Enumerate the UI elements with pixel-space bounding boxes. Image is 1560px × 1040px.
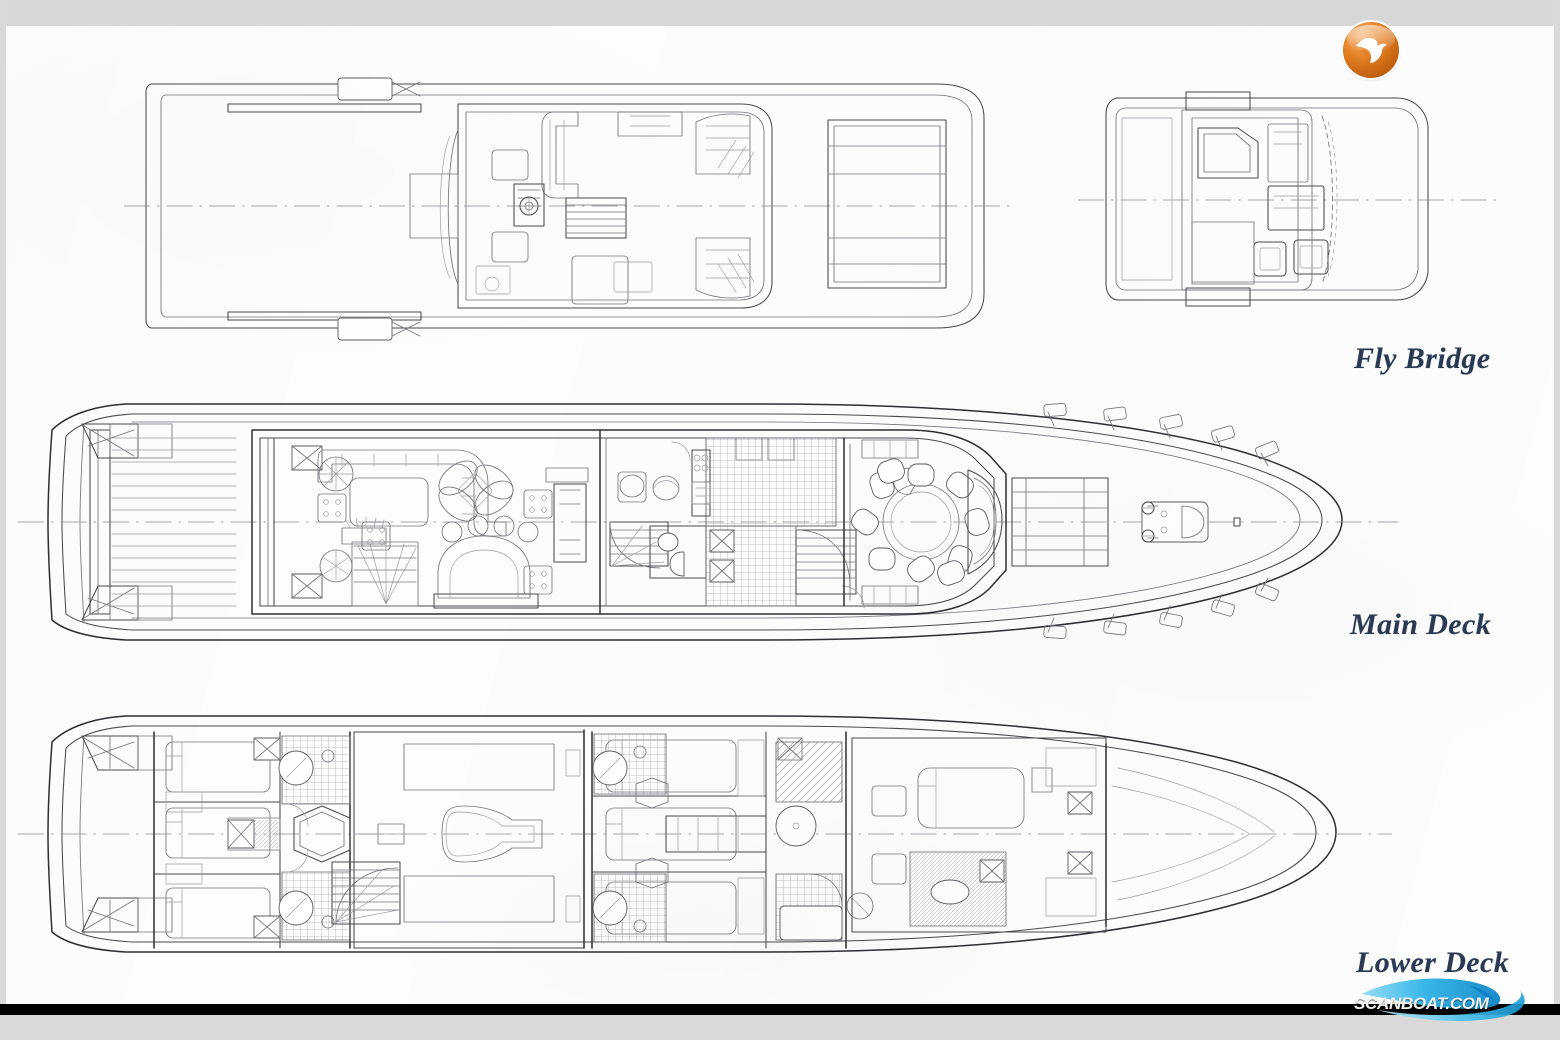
lower-deck-plan (18, 715, 1392, 953)
bird-logo-icon[interactable] (1343, 22, 1399, 78)
lower-deck-engine-room (353, 729, 585, 949)
lower-deck-master-stateroom (851, 737, 1275, 933)
fly-bridge-deck-plan (124, 77, 1016, 341)
scanboat-watermark: SCANBOAT.COM (1352, 976, 1552, 1022)
lower-deck-crew-quarters (153, 731, 401, 949)
watermark-wave-icon (1362, 978, 1525, 1021)
watermark-bar (0, 1004, 1560, 1015)
page-bottom-margin (0, 1015, 1560, 1040)
main-deck-spiral-stair (609, 521, 669, 569)
pilot-house-plan (1078, 91, 1496, 307)
scanned-plan-sheet: Fly Bridge Main Deck Lower Deck (6, 26, 1554, 1004)
main-deck-dining (843, 437, 990, 607)
anchor-windlass (1141, 501, 1241, 543)
watermark-text: SCANBOAT.COM (1354, 994, 1489, 1013)
main-deck-foredeck (1011, 403, 1279, 639)
plan-drawing-canvas (18, 77, 1496, 953)
deck-label-fly-bridge: Fly Bridge (1354, 342, 1491, 375)
deck-label-main-deck: Main Deck (1350, 608, 1492, 641)
flybridge-stair (565, 197, 627, 239)
main-deck-galley-lobby (599, 429, 865, 615)
page-right-margin (1554, 0, 1560, 1040)
main-deck-salon (317, 449, 589, 609)
page-top-margin (0, 0, 1560, 26)
page-left-margin (0, 0, 6, 1040)
main-deck-plan (18, 403, 1398, 641)
deck-label-lower-deck: Lower Deck (1356, 946, 1510, 979)
logo-bird-glyph (1356, 37, 1387, 63)
lower-deck-guest-cabins (591, 731, 874, 949)
